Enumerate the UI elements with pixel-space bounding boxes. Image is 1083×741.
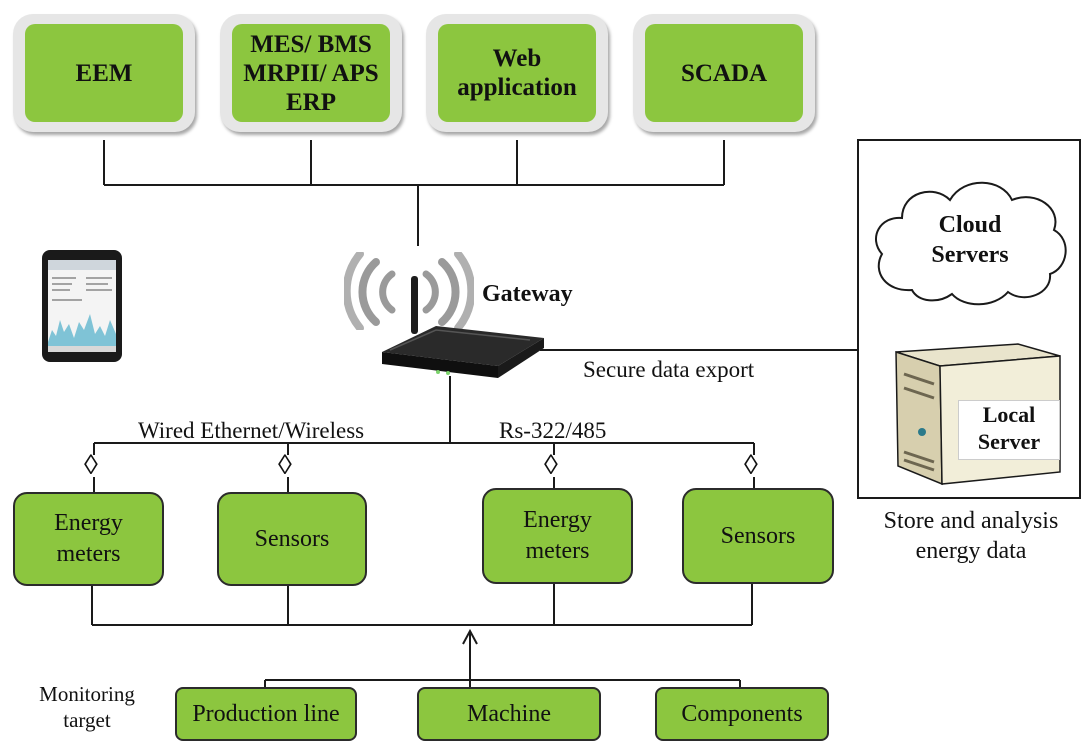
components-label: Components	[681, 700, 803, 727]
components-box: Components	[655, 687, 829, 741]
monitoring-line2: target	[63, 708, 111, 732]
web-application-box: Web application	[426, 14, 608, 132]
connector-icon-4: ◊	[744, 450, 758, 481]
production-line-label: Production line	[192, 700, 340, 727]
machine-box: Machine	[417, 687, 601, 741]
cloud-line1: Cloud	[938, 212, 1002, 238]
smartphone-icon	[42, 250, 122, 362]
gateway-label: Gateway	[482, 281, 573, 307]
rs-protocol-label: Rs-322/485	[499, 418, 607, 443]
router-icon	[382, 276, 544, 378]
mes-bms-line1: MES/ BMS	[250, 30, 372, 58]
mes-bms-line2: MRPII/ APS	[243, 59, 379, 87]
energy-meters-box-1: Energy meters	[13, 492, 164, 586]
secure-export-label: Secure data export	[583, 357, 755, 382]
energy-meters-box-2: Energy meters	[482, 488, 633, 584]
machine-label: Machine	[467, 700, 551, 727]
store-analysis-label: Store and analysis energy data	[866, 506, 1076, 566]
energy-meters-1-line1: Energy	[54, 510, 123, 536]
sensors-box-1: Sensors	[217, 492, 367, 586]
local-server-line1: Local	[982, 402, 1036, 427]
connector-icon-3: ◊	[544, 450, 558, 481]
store-line1: Store and analysis	[883, 508, 1059, 534]
energy-meters-2-line2: meters	[525, 538, 590, 564]
wireless-signal-icon	[344, 252, 474, 330]
connector-icon-1: ◊	[84, 450, 98, 481]
store-line2: energy data	[915, 538, 1027, 564]
production-line-box: Production line	[175, 687, 357, 741]
connector-icon-2: ◊	[278, 450, 292, 481]
web-app-line1: Web	[492, 45, 542, 72]
local-server-line2: Server	[977, 429, 1041, 454]
mes-bms-box: MES/ BMS MRPII/ APS ERP	[220, 14, 402, 132]
web-app-line2: application	[457, 74, 577, 101]
eem-label: EEM	[75, 59, 133, 87]
monitoring-line1: Monitoring	[39, 682, 135, 706]
energy-meters-2-line1: Energy	[523, 507, 592, 533]
energy-meters-1-line2: meters	[56, 541, 121, 567]
cloud-line2: Servers	[931, 242, 1009, 268]
wired-ethernet-label: Wired Ethernet/Wireless	[138, 418, 365, 443]
cloud-servers-label: Cloud Servers	[868, 210, 1072, 270]
scada-label: SCADA	[680, 59, 768, 87]
sensors-box-2: Sensors	[682, 488, 834, 584]
mes-bms-line3: ERP	[286, 88, 336, 116]
monitoring-target-label: Monitoring target	[12, 681, 162, 733]
cloud-icon	[875, 181, 1067, 306]
sensors-1-label: Sensors	[254, 525, 330, 552]
eem-box: EEM	[13, 14, 195, 132]
local-server-label: Local Server	[958, 400, 1060, 460]
sensors-2-label: Sensors	[720, 522, 796, 549]
scada-box: SCADA	[633, 14, 815, 132]
